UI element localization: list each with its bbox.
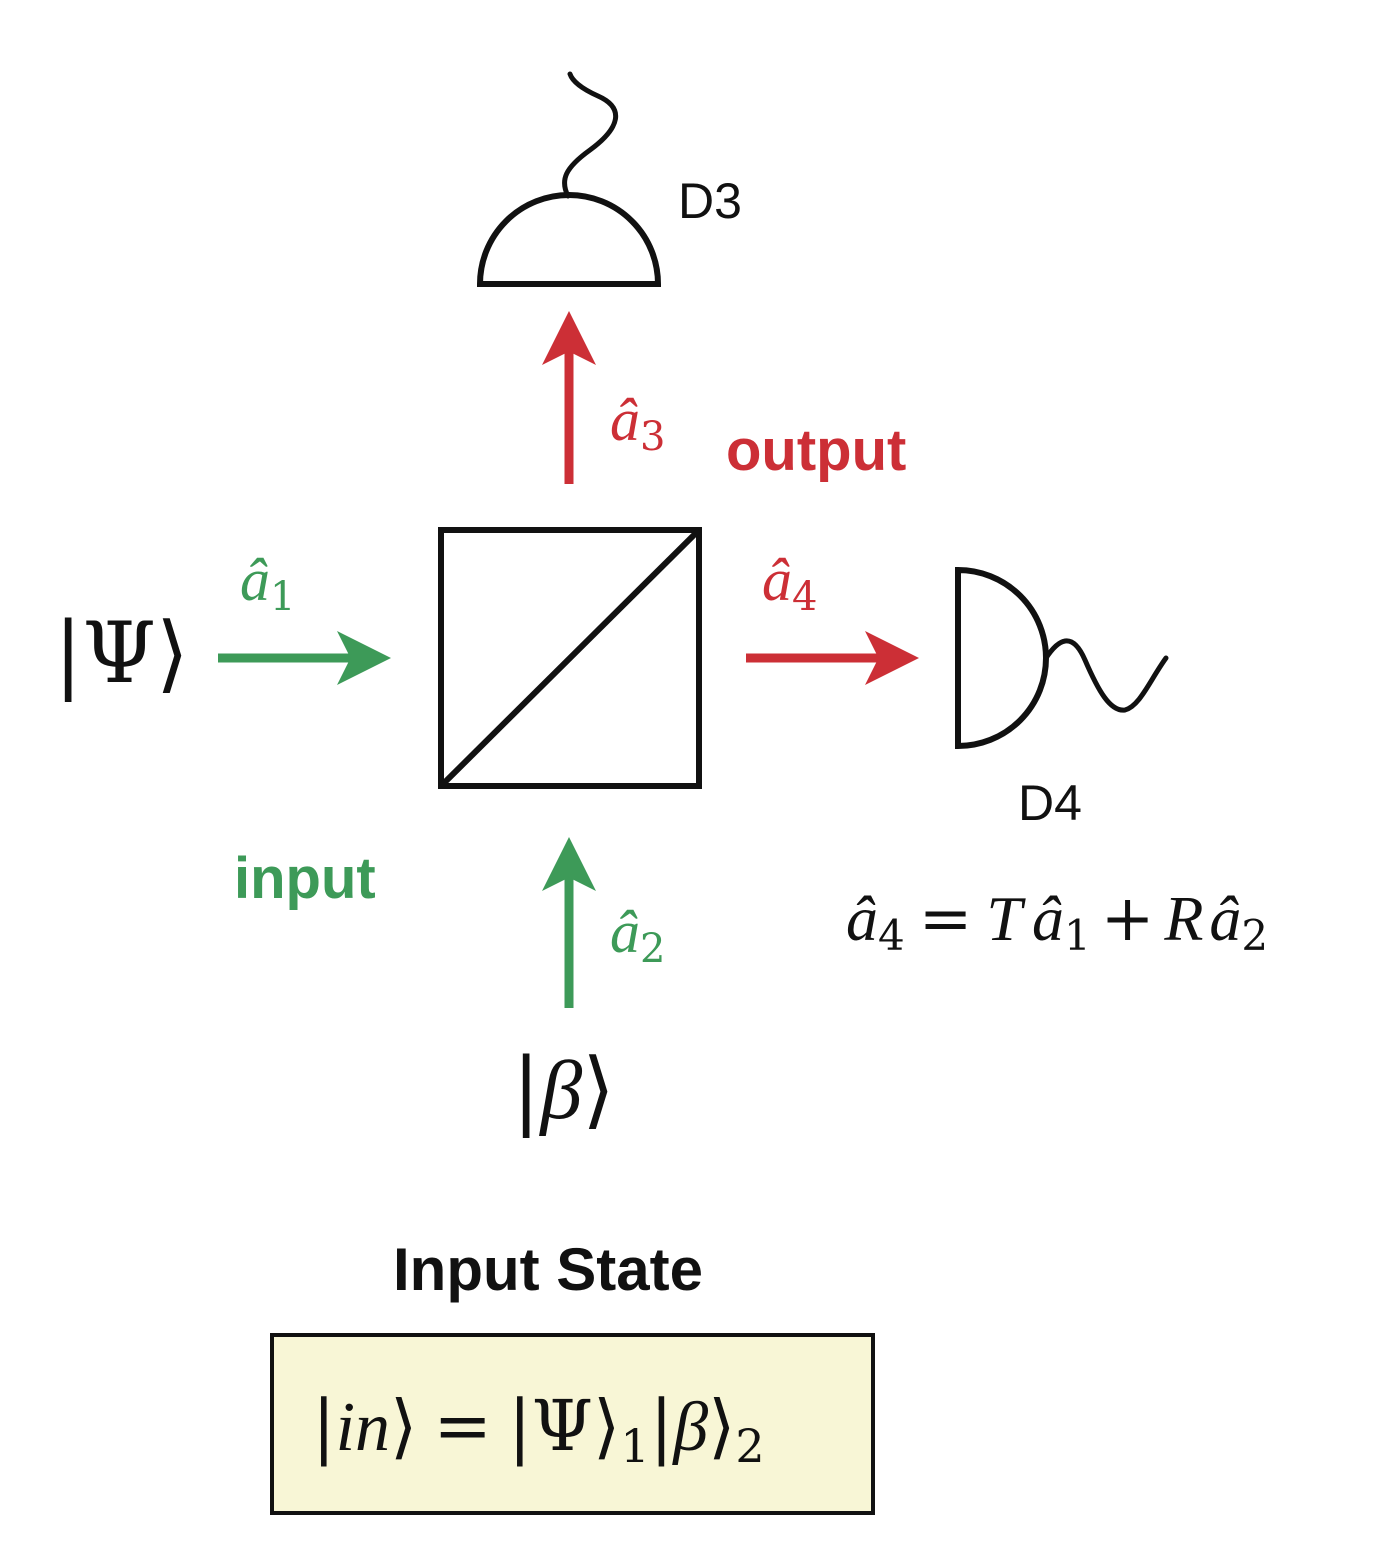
psi-ket: |Ψ⟩	[54, 604, 189, 702]
mode-a1-label: â1	[240, 547, 295, 620]
input-state-equation: |in⟩=|Ψ⟩1|β⟩2	[312, 1385, 765, 1473]
mode-a3-label: â3	[610, 387, 665, 460]
detector-d3-label: D3	[678, 173, 742, 229]
beam-splitter-icon	[438, 527, 702, 789]
detector-d4-icon	[955, 566, 1169, 750]
output-label: output	[726, 418, 906, 483]
input-state-title: Input State	[393, 1236, 703, 1303]
input-label: input	[234, 846, 376, 911]
input-state-box	[270, 1333, 875, 1515]
detector-d4-label: D4	[1018, 775, 1082, 831]
mode-a2-label: â2	[610, 899, 665, 972]
beta-ket: |β⟩	[512, 1040, 615, 1138]
detector-d3-icon	[476, 71, 662, 287]
mode-a4-label: â4	[762, 547, 817, 620]
